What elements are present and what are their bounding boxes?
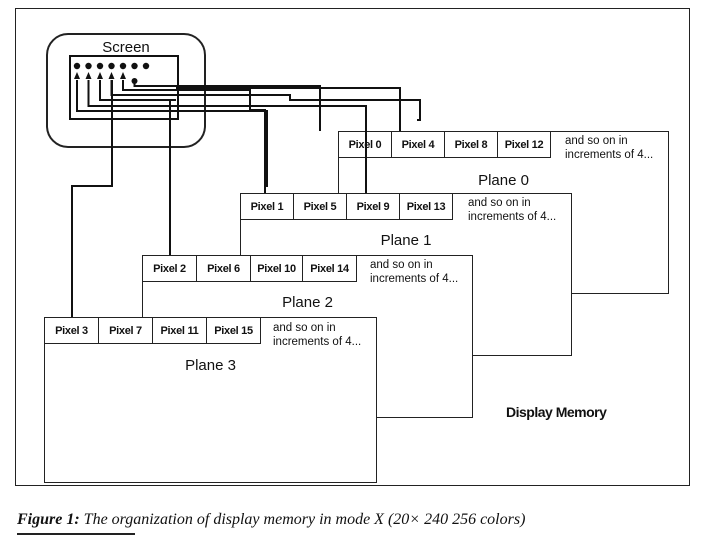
wire (71, 80, 113, 317)
screen-pixel-dot (108, 62, 115, 70)
pixel-cell: Pixel 9 (347, 194, 400, 220)
pixel-cell: Pixel 10 (251, 256, 303, 282)
caption-label: Figure 1: (17, 511, 80, 528)
pixel-cell: Pixel 3 (45, 318, 99, 344)
wire (176, 110, 268, 187)
arrow-head-icon (85, 72, 92, 79)
pixel-cell: Pixel 12 (498, 132, 551, 158)
screen-pixel-dot (73, 62, 81, 70)
screen-pixel-dot (142, 62, 150, 70)
wire (76, 80, 176, 112)
plane-label: Plane 1 (380, 232, 432, 249)
pixel-cell: Pixel 8 (445, 132, 498, 158)
figure-caption: Figure 1: The organization of display me… (17, 511, 525, 529)
plane-label: Plane 0 (478, 172, 529, 189)
arrow-head-icon (108, 72, 115, 79)
arrow-head-icon (97, 72, 103, 79)
display-memory-label: Display Memory (506, 404, 607, 420)
pixel-cell: Pixel 11 (153, 318, 207, 344)
screen-pixel-dot (96, 62, 104, 70)
pixel-cell: Pixel 4 (392, 132, 445, 158)
caption-rule (17, 533, 135, 535)
wire (176, 87, 401, 131)
screen-pixel-dot (85, 62, 92, 70)
caption-text: The organization of display memory in mo… (83, 511, 526, 528)
plane-label: Plane 2 (282, 294, 333, 311)
screen-title: Screen (102, 39, 150, 56)
pixel-cell: Pixel 7 (99, 318, 153, 344)
arrow-head-icon (120, 72, 126, 79)
pixel-cell: Pixel 2 (143, 256, 197, 282)
wire (122, 80, 266, 193)
pixel-cell: Pixel 6 (197, 256, 251, 282)
wire (176, 105, 367, 193)
wire-terminal (131, 78, 138, 84)
wire (99, 80, 176, 101)
arrow-head-icon (74, 72, 80, 79)
pixel-cell: Pixel 14 (303, 256, 357, 282)
plane-label: Plane 3 (185, 357, 236, 374)
pixel-cell: Pixel 1 (241, 194, 294, 220)
wire (176, 94, 421, 121)
pixel-cell: Pixel 15 (207, 318, 261, 344)
screen-pixel-dot (131, 62, 138, 70)
wire (87, 80, 176, 107)
figure-frame (15, 8, 690, 486)
pixel-cell: Pixel 13 (400, 194, 453, 220)
screen-pixel-dot (119, 62, 127, 70)
wire (110, 80, 176, 96)
plane-3: Pixel 3 Pixel 7 Pixel 11 Pixel 15 and so… (44, 317, 377, 483)
pixel-cell: Pixel 5 (294, 194, 347, 220)
